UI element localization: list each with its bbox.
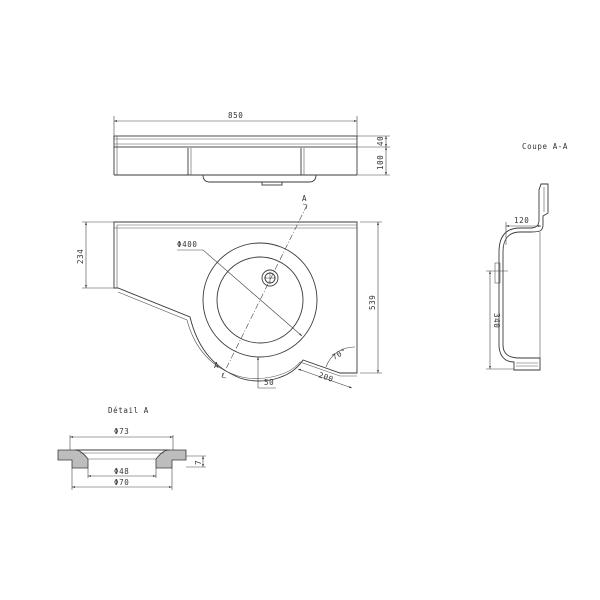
- bowl-diameter-label: Φ400: [177, 240, 197, 249]
- total-depth-label: 539: [368, 295, 377, 310]
- bowl-inner: [216, 256, 304, 344]
- edge-length-label: 200: [317, 370, 334, 384]
- bowl-outer-rim: [202, 242, 318, 358]
- section-depth-label: 120: [514, 216, 529, 225]
- section-line: [221, 204, 308, 378]
- rim-slab: [113, 135, 358, 148]
- angle-label: 70°: [331, 346, 349, 361]
- plan-view: A A Φ400 234 539 50 200 70°: [76, 194, 382, 389]
- section-marker-bottom: A: [214, 361, 219, 370]
- angle-arc: [325, 346, 356, 368]
- section-marker-top: A: [302, 194, 307, 203]
- drain-outlet: [261, 181, 283, 186]
- basin-outline: [113, 221, 358, 382]
- detail-title: Détail A: [108, 406, 149, 415]
- base-diameter-label: Φ70: [114, 478, 129, 487]
- section-title: Coupe A-A: [522, 142, 568, 151]
- bowl-outline: [202, 174, 317, 183]
- front-view: 850 40 100: [113, 111, 390, 186]
- detail-view: Détail A Φ73 7 Φ48 Φ70: [57, 406, 206, 490]
- outer-diameter-label: Φ73: [114, 427, 129, 436]
- thickness-label: 7: [194, 460, 203, 465]
- inner-diameter-label: Φ48: [114, 467, 129, 476]
- section-profile: [498, 183, 549, 371]
- rim-height-label: 40: [376, 136, 385, 146]
- offset-label: 50: [264, 378, 274, 387]
- section-view: Coupe A-A 120 340: [486, 142, 568, 371]
- drain-icon: [261, 269, 279, 287]
- left-depth-label: 234: [76, 249, 85, 264]
- section-height-label: 340: [492, 313, 501, 328]
- body-height-label: 100: [376, 155, 385, 170]
- width-label: 850: [228, 111, 243, 120]
